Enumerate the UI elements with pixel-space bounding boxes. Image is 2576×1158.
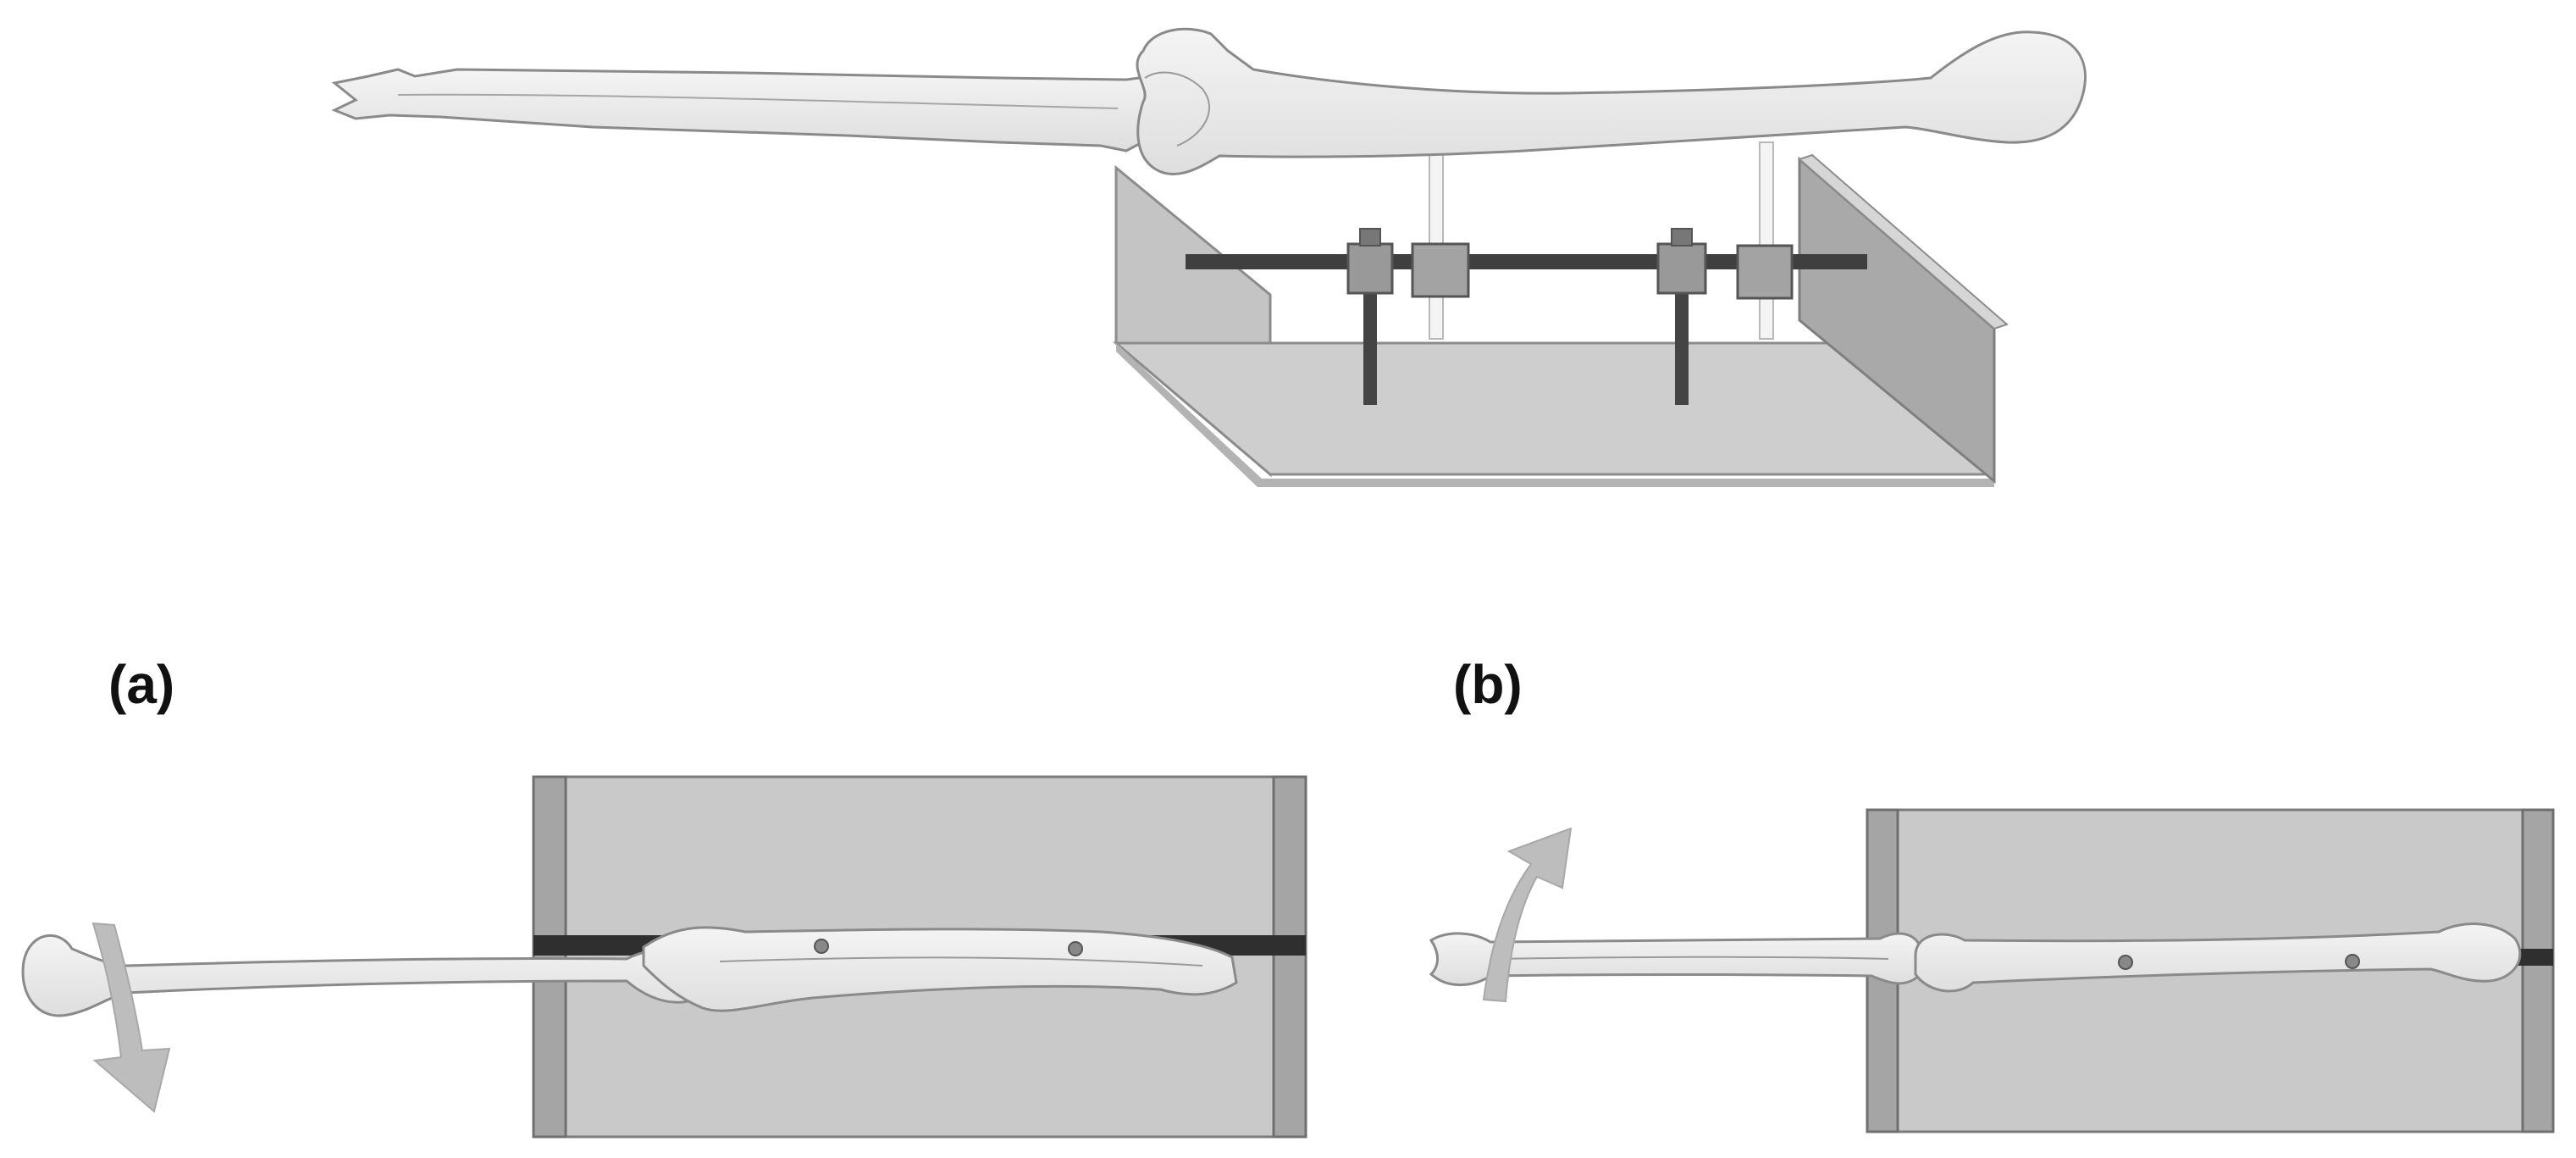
clamp-block	[1411, 242, 1470, 298]
screw-marker	[2345, 954, 2360, 969]
clamp-post	[1363, 263, 1377, 405]
humerus-condyle	[1144, 71, 1211, 147]
forearm-bone-b	[1429, 932, 1922, 987]
clamp-block	[1346, 242, 1394, 295]
top-perspective-view	[331, 27, 2087, 487]
clamp-block	[1656, 242, 1707, 295]
humerus-bone	[1136, 27, 2087, 175]
panel-b-top-view	[1429, 808, 2555, 1133]
rotation-arrow-up-icon	[1482, 827, 1573, 1003]
screw-marker	[814, 939, 829, 954]
box-right-wall-top	[1798, 153, 2009, 330]
rotation-arrow-down-icon	[91, 922, 171, 1113]
clamp-blocks	[1346, 228, 1794, 300]
panel-label-b: (b)	[1453, 654, 1523, 715]
bone-specimen-3d	[331, 27, 2087, 175]
screw-marker	[2118, 955, 2133, 970]
forearm-bone	[331, 68, 1221, 152]
clamp-block	[1736, 244, 1794, 300]
box-right-wall-top	[2521, 808, 2555, 1133]
forearm-interosseous-b	[1490, 956, 1889, 960]
forearm-bone-a	[642, 926, 1238, 1012]
box-left-wall-top	[532, 775, 567, 1139]
humerus-bone-b	[1914, 923, 2522, 993]
fixture-box-3d	[1112, 153, 2009, 487]
pin	[1759, 141, 1774, 340]
panel-a-top-view	[21, 775, 1307, 1139]
clamp-block-cap	[1671, 228, 1693, 247]
forearm-interosseous-a	[719, 956, 1203, 967]
pins-3d	[1429, 141, 1774, 340]
forearm-bone-line	[397, 93, 1119, 109]
pin	[1429, 141, 1444, 340]
clamp-block-cap	[1359, 228, 1381, 247]
screw-marker	[1068, 941, 1083, 956]
box-right-wall-top	[1272, 775, 1307, 1139]
clamp-post	[1675, 263, 1689, 405]
humerus-bone-a	[21, 934, 710, 1017]
panel-label-a: (a)	[108, 654, 174, 715]
